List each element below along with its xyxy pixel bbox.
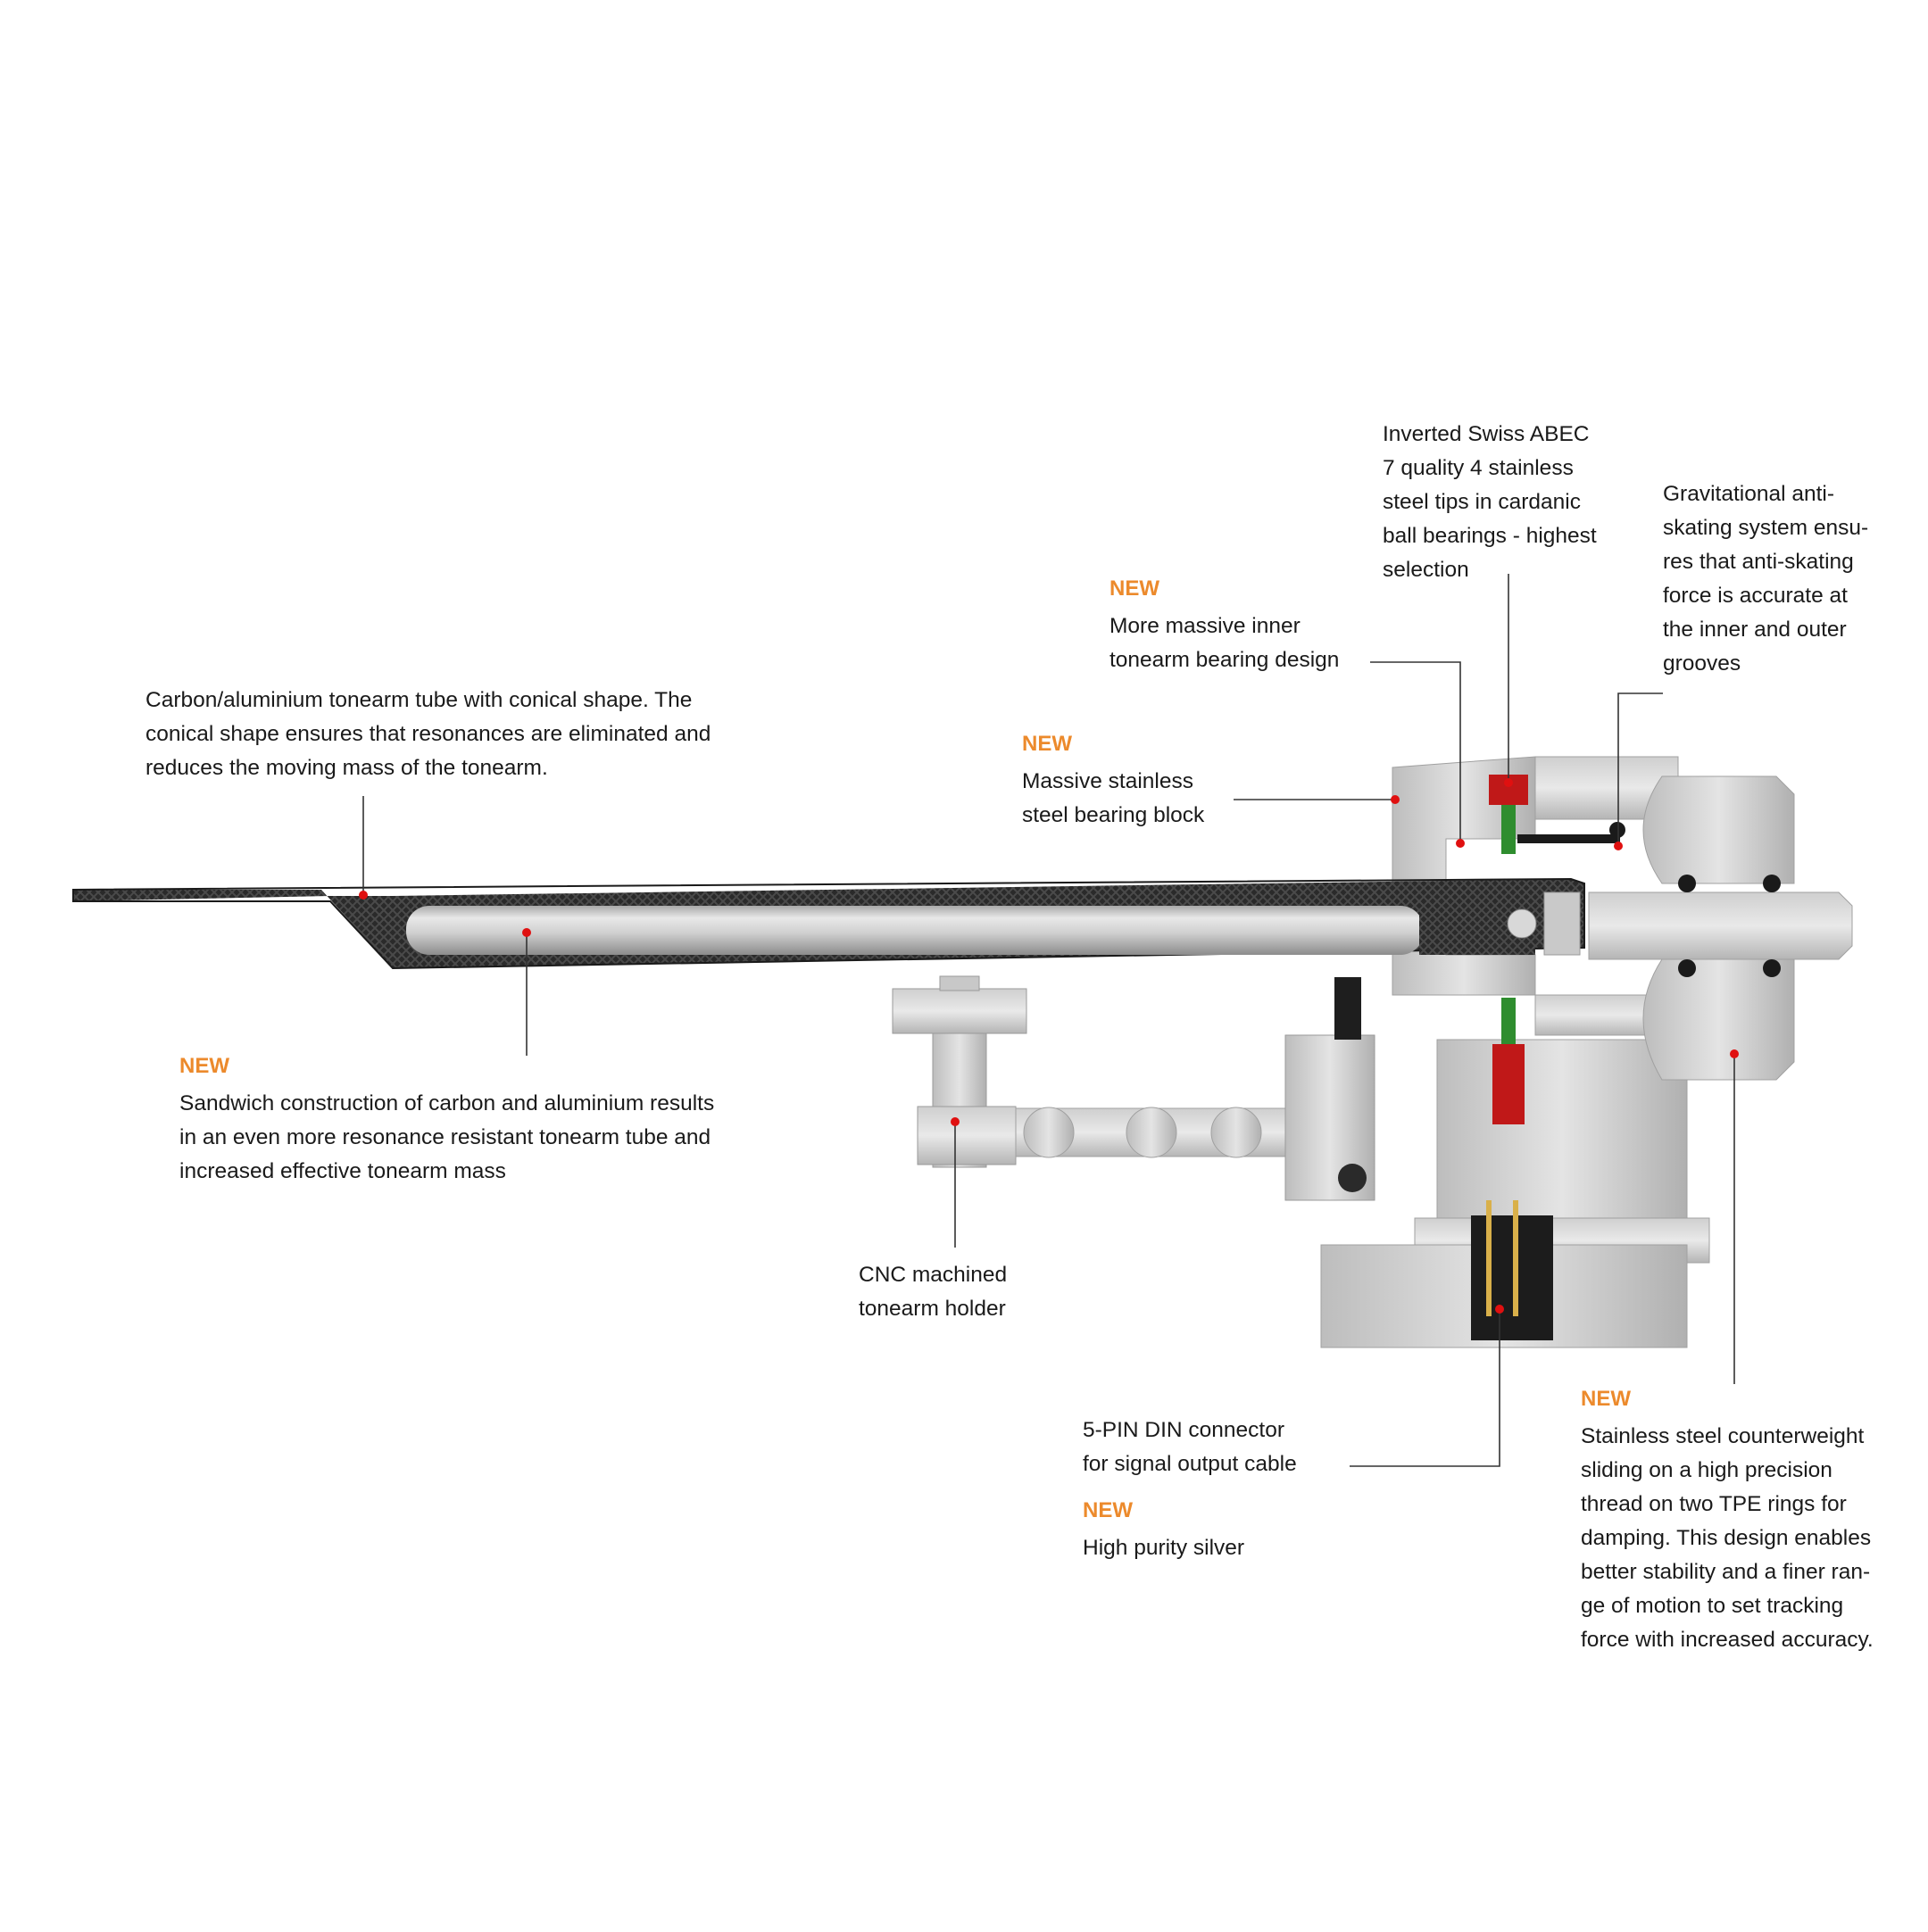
callout-cnc-text: CNC machined tonearm holder bbox=[859, 1263, 1008, 1321]
callout-sandwich-tag: NEW bbox=[179, 1054, 229, 1078]
callout-inner-bearing-text: More massive inner tonearm bearing desig… bbox=[1109, 614, 1340, 672]
marker-cnc bbox=[951, 1117, 960, 1126]
marker-din bbox=[1495, 1305, 1504, 1314]
callout-tube-text: Carbon/aluminium tonearm tube with conic… bbox=[145, 688, 711, 780]
counterweight-part bbox=[1588, 775, 1853, 1081]
callout-antiskating: Gravitational anti- skating system ensu-… bbox=[1663, 477, 1868, 681]
markers bbox=[359, 778, 1739, 1314]
callout-abec: Inverted Swiss ABEC 7 quality 4 stainles… bbox=[1383, 418, 1597, 587]
marker-abec bbox=[1504, 778, 1513, 787]
callout-inner-bearing: NEW More massive inner tonearm bearing d… bbox=[1109, 572, 1339, 677]
callout-din: 5-PIN DIN connector for signal output ca… bbox=[1083, 1414, 1297, 1565]
tonearm-holder-part bbox=[892, 975, 1375, 1201]
tonearm-tube-part bbox=[72, 877, 1585, 970]
marker-sandwich bbox=[522, 928, 531, 937]
marker-counterweight bbox=[1730, 1049, 1739, 1058]
callout-din-sub-tag: NEW bbox=[1083, 1498, 1133, 1522]
callout-inner-bearing-tag: NEW bbox=[1109, 576, 1159, 601]
callout-abec-text: Inverted Swiss ABEC 7 quality 4 stainles… bbox=[1383, 422, 1597, 582]
callout-block-tag: NEW bbox=[1022, 732, 1072, 756]
callout-sandwich: NEW Sandwich construction of carbon and … bbox=[179, 1049, 714, 1189]
marker-inner-bearing bbox=[1456, 839, 1465, 848]
callout-sandwich-text: Sandwich construction of carbon and alum… bbox=[179, 1091, 715, 1183]
callout-counterweight-tag: NEW bbox=[1581, 1387, 1631, 1411]
leader-lines bbox=[362, 574, 1735, 1467]
marker-block bbox=[1391, 795, 1400, 804]
callout-antiskating-text: Gravitational anti- skating system ensu-… bbox=[1663, 482, 1869, 676]
marker-tube bbox=[359, 891, 368, 900]
leader-antiskating bbox=[1617, 692, 1663, 846]
callout-tube: Carbon/aluminium tonearm tube with conic… bbox=[145, 684, 711, 785]
callout-counterweight-text: Stainless steel counterweight sliding on… bbox=[1581, 1424, 1874, 1652]
callout-cnc: CNC machined tonearm holder bbox=[859, 1258, 1007, 1326]
callout-counterweight: NEW Stainless steel counterweight slidin… bbox=[1581, 1382, 1874, 1657]
marker-antiskating bbox=[1614, 842, 1623, 850]
callout-din-text: 5-PIN DIN connector for signal output ca… bbox=[1083, 1418, 1297, 1476]
callout-block-text: Massive stainless steel bearing block bbox=[1022, 769, 1205, 827]
callout-din-sub-text: High purity silver bbox=[1083, 1536, 1245, 1560]
leader-din bbox=[1350, 1309, 1500, 1467]
bearing-tips-part bbox=[1489, 775, 1625, 1124]
callout-block: NEW Massive stainless steel bearing bloc… bbox=[1022, 727, 1204, 833]
leader-inner-bearing bbox=[1370, 661, 1461, 843]
